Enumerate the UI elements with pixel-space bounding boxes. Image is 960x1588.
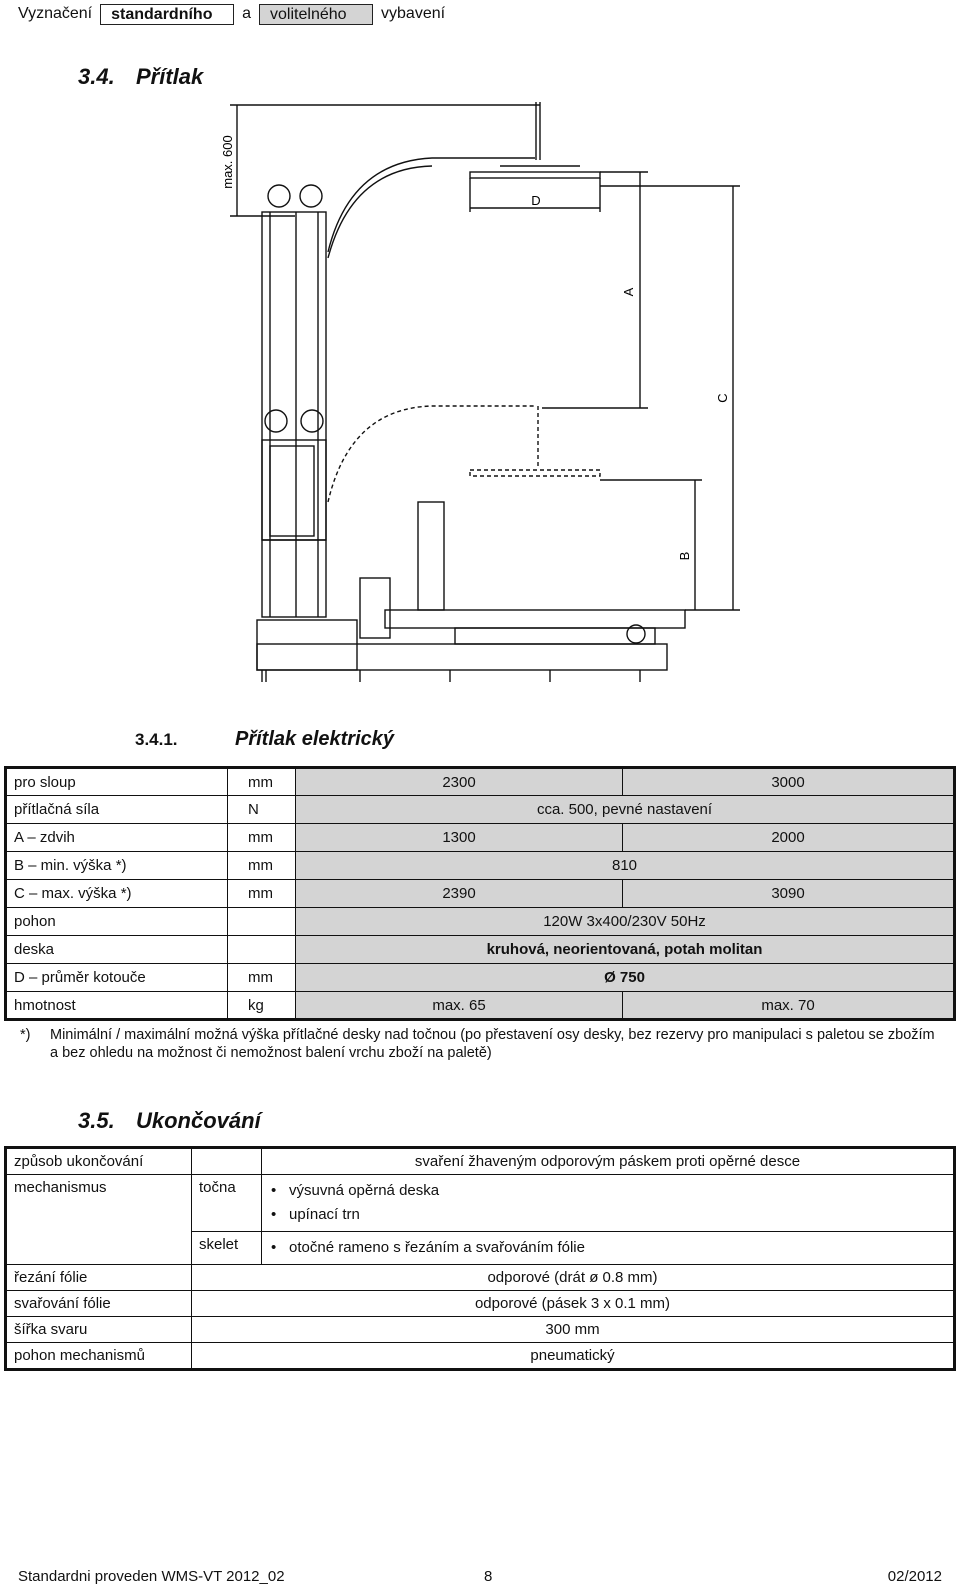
table-row: řezání fólie odporové (drát ø 0.8 mm)	[5, 1264, 955, 1291]
footer-page-number: 8	[484, 1568, 493, 1585]
section-title: Přítlak	[136, 64, 204, 89]
section-heading-3-4: 3.4. Přítlak	[78, 64, 203, 90]
section-number: 3.4.1.	[135, 730, 178, 749]
param-cell: pohon	[5, 907, 228, 936]
table-row: přítlačná síla N cca. 500, pevné nastave…	[5, 795, 955, 824]
table-row: mechanismus točna výsuvná opěrná deska u…	[5, 1174, 955, 1265]
turntable-list-cell: výsuvná opěrná deska upínací trn	[261, 1174, 955, 1232]
param-cell: hmotnost	[5, 991, 228, 1020]
param-cell: C – max. výška *)	[5, 879, 228, 908]
table-row: pohon 120W 3x400/230V 50Hz	[5, 907, 955, 936]
legend-conj: a	[242, 5, 252, 22]
table-row: pro sloup mm 2300 3000	[5, 767, 955, 796]
footer-date: 02/2012	[887, 1568, 942, 1585]
finishing-table: způsob ukončování svaření žhaveným odpor…	[4, 1146, 956, 1371]
legend-standard-box: standardního	[100, 3, 235, 25]
label-cell: svařování fólie	[5, 1290, 192, 1317]
table-row: šířka svaru 300 mm	[5, 1316, 955, 1343]
value-cell: 3000	[622, 767, 955, 796]
unit-cell: N	[227, 795, 296, 824]
value-cell: Ø 750	[295, 963, 955, 992]
param-cell: přítlačná síla	[5, 795, 228, 824]
value-cell: cca. 500, pevné nastavení	[295, 795, 955, 824]
footer-doc-id: Standardni proveden WMS-VT 2012_02	[18, 1568, 285, 1585]
table-row: skelet otočné rameno s řezáním a svařová…	[6, 1231, 955, 1265]
table-row: hmotnost kg max. 65 max. 70	[5, 991, 955, 1020]
empty-cell	[191, 1147, 262, 1175]
value-cell: 1300	[294, 823, 624, 852]
sub-label-cell: točna	[191, 1174, 262, 1232]
section-heading-3-4-1: 3.4.1. Přítlak elektrický	[135, 728, 394, 751]
presser-technical-drawing: max. 600 D A C B	[220, 102, 740, 682]
unit-cell: mm	[227, 823, 296, 852]
list-item: otočné rameno s řezáním a svařováním fól…	[271, 1236, 946, 1260]
dim-b-label: B	[677, 552, 692, 561]
sub-label-cell: skelet	[191, 1231, 262, 1265]
table-row: A – zdvih mm 1300 2000	[5, 823, 955, 852]
param-cell: A – zdvih	[5, 823, 228, 852]
value-cell: 300 mm	[191, 1316, 955, 1343]
dim-a-label: A	[621, 287, 636, 296]
value-cell: kruhová, neorientovaná, potah molitan	[295, 935, 955, 964]
footnote: *) Minimální / maximální možná výška pří…	[20, 1026, 940, 1062]
param-cell: pro sloup	[5, 767, 228, 796]
table-row: svařování fólie odporové (pásek 3 x 0.1 …	[5, 1290, 955, 1317]
value-cell: pneumatický	[191, 1342, 955, 1370]
unit-cell: mm	[227, 963, 296, 992]
value-cell: 810	[295, 851, 955, 880]
value-cell: odporové (drát ø 0.8 mm)	[191, 1264, 955, 1291]
unit-cell	[227, 935, 296, 964]
dim-c-label: C	[715, 393, 730, 402]
section-heading-3-5: 3.5. Ukončování	[78, 1108, 261, 1134]
table-row: způsob ukončování svaření žhaveným odpor…	[5, 1147, 955, 1175]
section-number: 3.4.	[78, 64, 115, 89]
value-cell: 2000	[622, 823, 955, 852]
param-cell: B – min. výška *)	[5, 851, 228, 880]
unit-cell: mm	[227, 767, 296, 796]
value-cell: odporové (pásek 3 x 0.1 mm)	[191, 1290, 955, 1317]
value-cell: svaření žhaveným odporovým páskem proti …	[261, 1147, 955, 1175]
table-row: B – min. výška *) mm 810	[5, 851, 955, 880]
label-cell: mechanismus	[5, 1174, 192, 1265]
value-cell: 120W 3x400/230V 50Hz	[295, 907, 955, 936]
section-number: 3.5.	[78, 1108, 115, 1133]
label-cell: způsob ukončování	[5, 1147, 192, 1175]
section-title: Přítlak elektrický	[235, 728, 394, 750]
value-cell: 2390	[294, 879, 624, 908]
table-row: pohon mechanismů pneumatický	[5, 1342, 955, 1370]
list-item: upínací trn	[271, 1203, 946, 1227]
value-cell: max. 70	[622, 991, 955, 1020]
label-cell: řezání fólie	[5, 1264, 192, 1291]
legend: Vyznačení standardního a volitelného vyb…	[18, 3, 445, 25]
list-item: výsuvná opěrná deska	[271, 1179, 946, 1203]
unit-cell: kg	[227, 991, 296, 1020]
section-title: Ukončování	[136, 1108, 261, 1133]
unit-cell: mm	[227, 879, 296, 908]
legend-suffix: vybavení	[381, 5, 446, 22]
label-cell: šířka svaru	[5, 1316, 192, 1343]
footnote-text: Minimální / maximální možná výška přítla…	[50, 1027, 935, 1061]
value-cell: 2300	[294, 767, 624, 796]
legend-optional-box: volitelného	[259, 3, 374, 25]
spec-table: pro sloup mm 2300 3000 přítlačná síla N …	[4, 766, 956, 1021]
value-cell: max. 65	[294, 991, 624, 1020]
dim-max600-label: max. 600	[220, 135, 235, 188]
unit-cell	[227, 907, 296, 936]
unit-cell: mm	[227, 851, 296, 880]
table-row: C – max. výška *) mm 2390 3090	[5, 879, 955, 908]
table-row: deska kruhová, neorientovaná, potah moli…	[5, 935, 955, 964]
legend-prefix: Vyznačení	[18, 5, 93, 22]
param-cell: D – průměr kotouče	[5, 963, 228, 992]
dim-d-label: D	[531, 193, 540, 208]
frame-list-cell: otočné rameno s řezáním a svařováním fól…	[261, 1231, 955, 1265]
param-cell: deska	[5, 935, 228, 964]
label-cell: pohon mechanismů	[5, 1342, 192, 1370]
footnote-marker: *)	[20, 1027, 31, 1043]
value-cell: 3090	[622, 879, 955, 908]
table-row: D – průměr kotouče mm Ø 750	[5, 963, 955, 992]
